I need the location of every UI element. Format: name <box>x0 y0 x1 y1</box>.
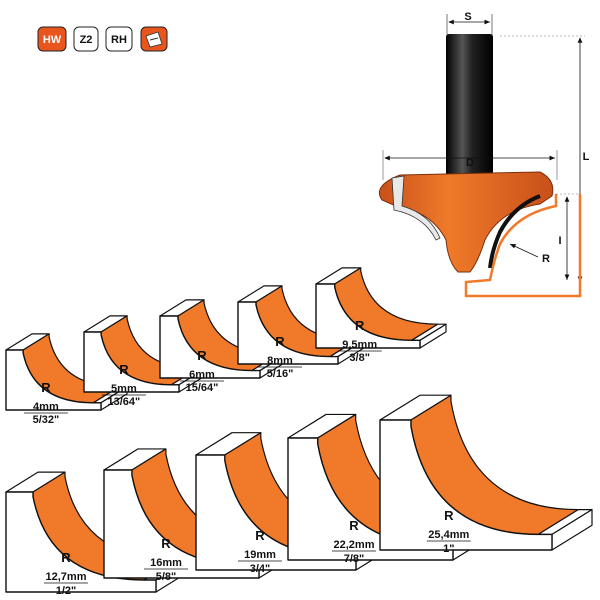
badge-rh: RH <box>105 26 133 52</box>
profile-bottom-4: R 25,4mm 1" <box>379 394 593 555</box>
profiles-row-bottom: R 12,7mm 1/2" R 16mm 5/8" R 19mm 3/4" R 22,2mm 7/8"… <box>5 394 593 597</box>
badge-z2: Z2 <box>73 26 99 52</box>
length-label: L <box>583 151 590 163</box>
profile-top-3-imperial: 5/16" <box>267 368 294 380</box>
shank-label: S <box>464 11 471 23</box>
badge-rh-label: RH <box>111 34 127 46</box>
bearing-icon <box>140 26 168 52</box>
diameter-dimension: D <box>382 150 558 180</box>
radius-label: R <box>542 253 550 265</box>
profile-top-1-radius-symbol: R <box>119 362 129 377</box>
router-bit: S L D I R <box>378 11 590 298</box>
profile-bottom-3-metric: 22,2mm <box>334 539 375 551</box>
carbide-tip <box>391 175 441 241</box>
profile-top-0-metric: 4mm <box>33 401 59 413</box>
profile-top-1-metric: 5mm <box>111 383 137 395</box>
cutting-edge-shadow <box>488 194 541 269</box>
shank-dimension: S <box>446 11 493 36</box>
profile-top-3-radius-symbol: R <box>275 334 285 349</box>
profile-bottom-0-radius-symbol: R <box>61 550 71 565</box>
shank <box>446 34 493 182</box>
profile-bottom-0-imperial: 1/2" <box>56 585 77 597</box>
profile-top-2-metric: 6mm <box>189 369 215 381</box>
profile-bottom-1-radius-symbol: R <box>161 536 171 551</box>
length-dimension: L <box>500 35 590 282</box>
profile-top-0-imperial: 5/32" <box>33 414 60 426</box>
profile-bottom-1-imperial: 5/8" <box>156 571 177 583</box>
radius-leader: R <box>509 243 550 265</box>
profile-top-3-metric: 8mm <box>267 355 293 367</box>
profile-bottom-1-metric: 16mm <box>150 557 182 569</box>
profile-bottom-3-radius-symbol: R <box>349 518 359 533</box>
profile-bottom-4-imperial: 1" <box>443 543 454 555</box>
profile-bottom-2-metric: 19mm <box>244 549 276 561</box>
profile-top-4-radius-symbol: R <box>355 318 365 333</box>
profile-bottom-4-radius-symbol: R <box>444 508 454 523</box>
bit-body <box>378 171 554 273</box>
profile-top-4-metric: 9,5mm <box>342 339 377 351</box>
profile-bottom-4-metric: 25,4mm <box>428 529 469 541</box>
diameter-label: D <box>466 157 474 169</box>
profile-top-2-imperial: 15/64" <box>186 382 219 394</box>
badge-hw: HW <box>37 26 67 52</box>
profile-bottom-2-imperial: 3/4" <box>250 563 271 575</box>
spec-badges: HW Z2 RH <box>37 26 168 52</box>
workpiece-profile <box>464 194 582 298</box>
profile-top-2-radius-symbol: R <box>197 348 207 363</box>
profile-bottom-3-imperial: 7/8" <box>344 553 365 565</box>
profile-bottom-2-radius-symbol: R <box>255 528 265 543</box>
profile-top-1-imperial: 13/64" <box>108 396 141 408</box>
cut-height-label: I <box>558 235 561 247</box>
badge-hw-label: HW <box>43 34 62 46</box>
badge-z2-label: Z2 <box>80 34 93 46</box>
profile-top-0-radius-symbol: R <box>41 380 51 395</box>
profile-bottom-0-metric: 12,7mm <box>46 571 87 583</box>
cut-height-dimension: I <box>552 193 578 280</box>
profile-top-4-imperial: 3/8" <box>349 352 370 364</box>
